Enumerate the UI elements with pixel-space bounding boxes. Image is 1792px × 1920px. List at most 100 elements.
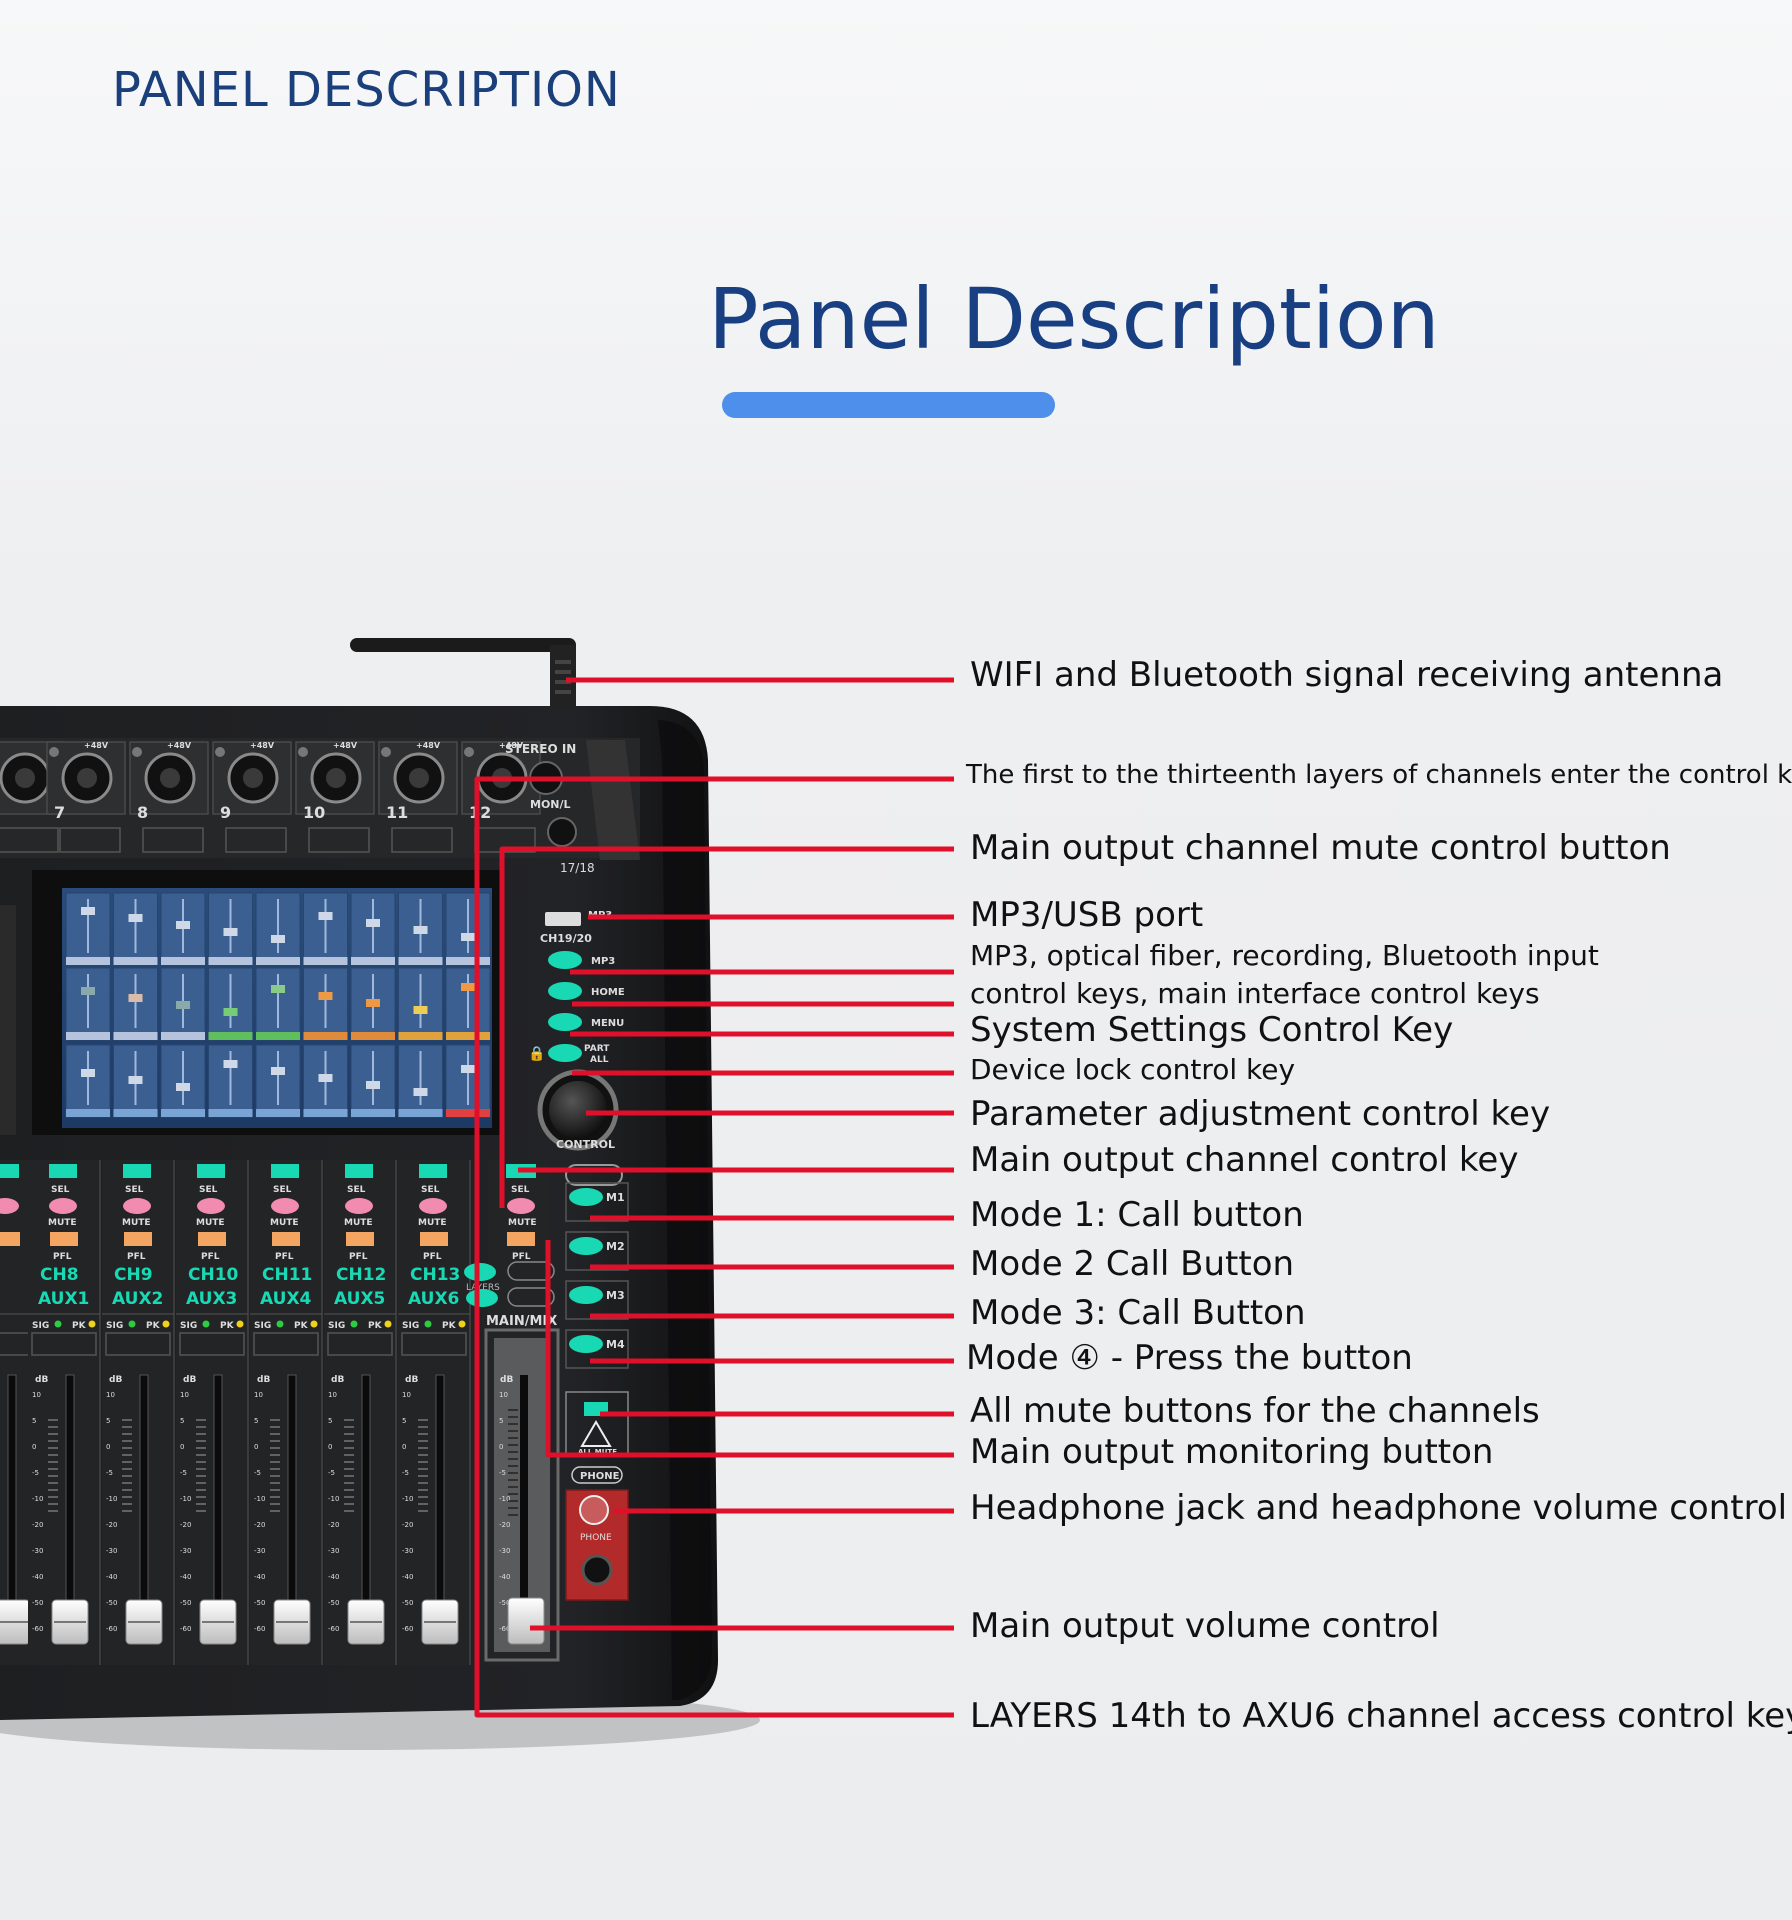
fader-scale-tick: -40 [254,1573,265,1581]
pfl-button [124,1232,152,1246]
db-label: dB [35,1375,48,1385]
fader-scale-tick: 10 [328,1391,337,1399]
fader-scale-tick: -60 [180,1625,191,1633]
db-label: dB [405,1375,418,1385]
right-key-label: MENU [591,1018,624,1029]
callout-label: MP3, optical fiber, recording, Bluetooth… [970,939,1599,972]
screen-fader-cap [461,1065,475,1073]
screen-channel-tag [398,1109,443,1117]
db-label: dB [183,1375,196,1385]
sel-label: SEL [199,1185,218,1195]
mode-button-m4 [569,1335,603,1353]
fader-scale-tick: 10 [180,1391,189,1399]
right-key-menu [548,1013,582,1031]
main-mute-button [507,1198,535,1214]
fader-scale-tick: -30 [180,1547,191,1555]
screen-fader-cap [81,1069,95,1077]
pfl-label: PFL [275,1252,294,1262]
fader-scale-tick: 0 [254,1443,258,1451]
input-switch-frame [0,827,59,853]
fader-scale-tick: -20 [106,1521,117,1529]
main-scale-tick: 5 [499,1417,503,1425]
fader-scale-tick: -60 [32,1625,43,1633]
channel-name-top: CH13 [410,1265,460,1285]
callout-label: All mute buttons for the channels [970,1391,1540,1431]
fader-scale-tick: -40 [180,1573,191,1581]
gain-knob [49,747,59,757]
screen-channel-tag [446,1109,490,1117]
sig-label: SIG [402,1321,419,1331]
input-switch-frame [225,827,287,853]
fader-scale-tick: -5 [402,1469,409,1477]
fader-scale-tick: -40 [402,1573,413,1581]
mute-label: MUTE [344,1218,373,1228]
sig-led [202,1320,210,1328]
screen-channel-tag [66,1109,110,1117]
layers-frame [507,1261,555,1281]
right-key-home [548,982,582,1000]
callout-label: Device lock control key [970,1053,1296,1086]
sig-led [54,1320,62,1328]
main-scale-tick: -50 [499,1599,510,1607]
headphone-jack [581,1554,613,1586]
screen-channel-tag [161,1109,205,1117]
control-knob [549,1081,607,1139]
screen-channel-tag [161,957,205,965]
callout-label: The first to the thirteenth layers of ch… [966,760,1792,790]
fader-scale-tick: -50 [106,1599,117,1607]
channel-name-bottom: AUX5 [334,1289,385,1309]
callout-label: Main output monitoring button [970,1432,1494,1472]
channel-name-top: CH10 [188,1265,239,1285]
input-channel-number: 11 [386,803,408,822]
screen-fader-cap [461,983,475,991]
fader-scale-tick: -5 [32,1469,39,1477]
mute-button [0,1198,19,1214]
phantom-power-label: +48V [84,741,109,750]
ch-17-18-label: 17/18 [560,861,595,875]
fader-scale-tick: -20 [32,1521,43,1529]
xlr-center [77,768,97,788]
main-title: Panel Description [708,270,1440,368]
screen-fader-cap [128,1076,143,1084]
mode-label: M1 [606,1191,625,1204]
pfl-label: PFL [53,1252,72,1262]
xlr-center [15,768,35,788]
phone-label-frame [571,1466,623,1484]
fader-scale-tick: 0 [180,1443,184,1451]
fader-scale-tick: -30 [254,1547,265,1555]
phantom-power-label: +48V [250,741,275,750]
usb-port [545,912,581,926]
fader-track [361,1374,371,1616]
lock-icon: 🔒 [528,1046,545,1062]
fader-scale-tick: -40 [328,1573,339,1581]
main-fader-frame [484,1328,560,1662]
callout-label: Headphone jack and headphone volume cont… [970,1488,1788,1528]
screen-fader-cap [461,933,475,941]
mute-label: MUTE [122,1218,151,1228]
main-fader-track [520,1375,528,1615]
screen-channel-tag [113,1109,158,1117]
fader-track [287,1374,297,1616]
fader-track [213,1374,223,1616]
fader-track [7,1374,17,1616]
callout-label: Mode 2 Call Button [970,1244,1295,1284]
pk-label: PK [220,1321,235,1331]
mode-label: M3 [606,1289,625,1302]
right-key-label: HOME [591,987,625,998]
fader-scale-tick: -60 [254,1625,265,1633]
leader-main-mute [499,846,954,1208]
sig-led [128,1320,136,1328]
fader-scale-tick: 0 [402,1443,406,1451]
main-mute-label: MUTE [508,1218,537,1228]
strip-display [401,1332,467,1356]
sel-button [197,1164,225,1178]
main-pfl-button [507,1232,535,1246]
pk-led [236,1320,244,1328]
mon-l-label: MON/L [530,798,571,811]
gain-knob [215,747,225,757]
